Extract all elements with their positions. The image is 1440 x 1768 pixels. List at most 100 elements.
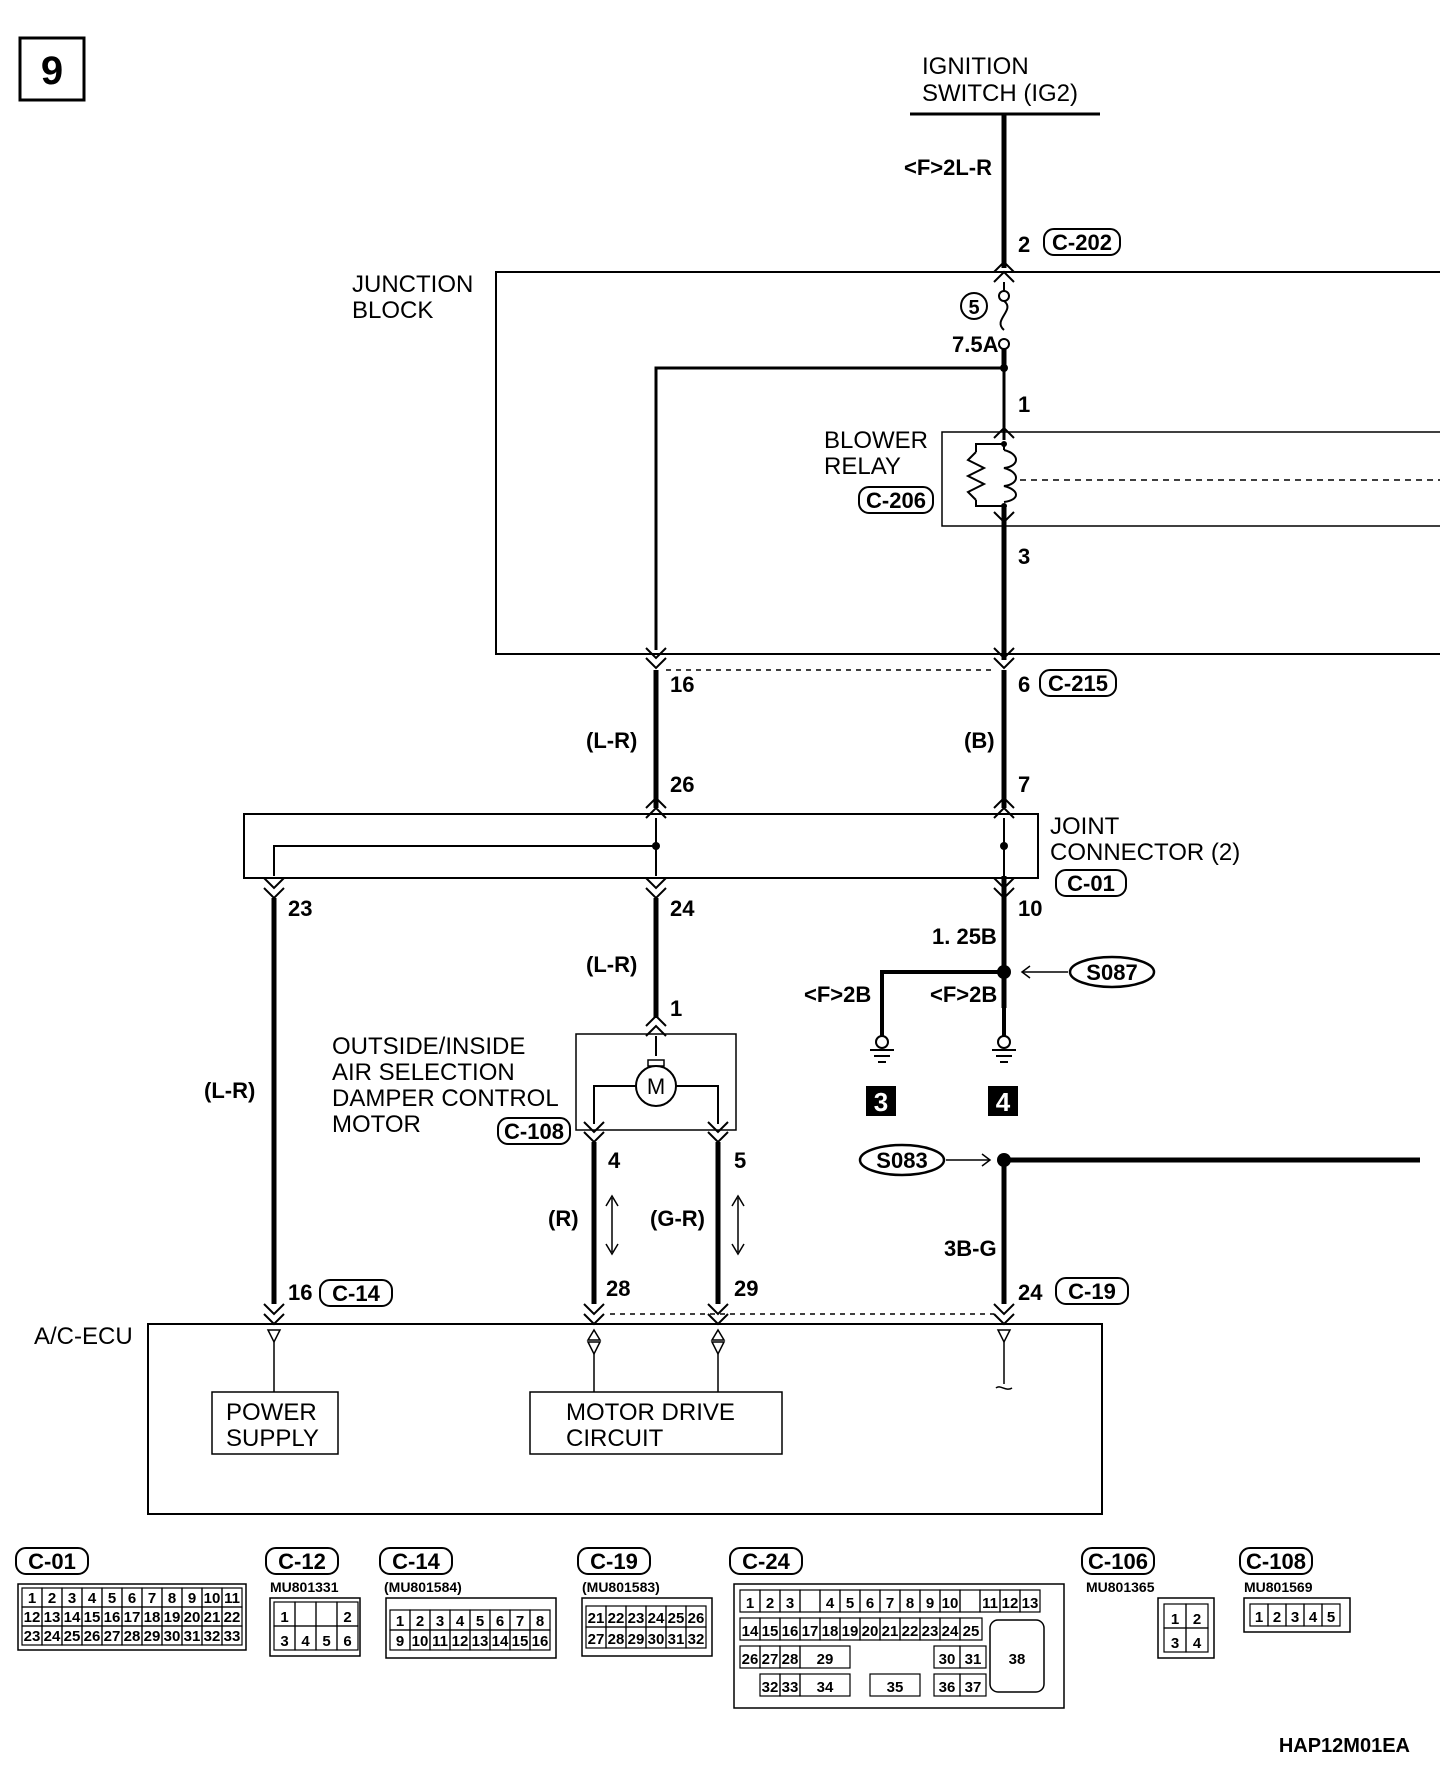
face-c01-pin: 21 — [204, 1609, 221, 1626]
face-c01-pin: 12 — [24, 1609, 41, 1626]
pin-relay-1: 1 — [1018, 392, 1030, 417]
face-c19-pin: 27 — [588, 1631, 605, 1648]
face-c24-r2-pin: 22 — [902, 1623, 919, 1640]
figure-code: HAP12M01EA — [1279, 1735, 1410, 1757]
pin-16: 16 — [670, 672, 694, 697]
jb-inner-wire — [654, 366, 1004, 650]
page-number-box: 9 — [18, 36, 86, 102]
wire-gr: (G-R) — [650, 1206, 705, 1231]
face-c01-pin: 13 — [44, 1609, 61, 1626]
wire-lr-1: (L-R) — [586, 728, 637, 753]
face-c01-pin: 23 — [24, 1628, 41, 1645]
face-c24-r3-pin: 27 — [762, 1651, 779, 1668]
face-c24-r2-pin: 19 — [842, 1623, 859, 1640]
face-c14-pin: 5 — [476, 1613, 484, 1630]
face-c19-pin: 29 — [628, 1631, 645, 1648]
face-c24-r4-pin: 33 — [782, 1679, 799, 1696]
face-c108-pin: 3 — [1291, 1609, 1299, 1626]
face-c106-pin: 2 — [1193, 1611, 1201, 1628]
face-c19-pin: 23 — [628, 1610, 645, 1627]
face-c24-r1-pin: 9 — [926, 1595, 934, 1612]
face-c01-pin: 10 — [204, 1590, 221, 1607]
face-c01-pin: 24 — [44, 1628, 61, 1645]
face-c24-r2-pin: 18 — [822, 1623, 839, 1640]
face-c19-part: (MU801583) — [582, 1579, 660, 1595]
face-c12-tag: C-12 — [278, 1549, 326, 1574]
splice-s087: S087 — [1068, 955, 1156, 989]
face-c01-pin: 6 — [128, 1590, 136, 1607]
motor-label-4: MOTOR — [332, 1111, 421, 1138]
wire-r: (R) — [548, 1206, 579, 1231]
pin-23: 23 — [288, 896, 312, 921]
face-c19-pin: 31 — [668, 1631, 685, 1648]
face-c24-r1-pin: 6 — [866, 1595, 874, 1612]
face-c19-cell — [685, 1626, 707, 1649]
face-c106-cell — [1185, 1627, 1209, 1653]
motor-tag: C-108 — [504, 1119, 564, 1144]
face-c01-pin: 9 — [188, 1590, 196, 1607]
face-c24-r1-pin: 7 — [886, 1595, 894, 1612]
face-c24-r4c-cell — [869, 1673, 921, 1697]
pin-7: 7 — [1018, 772, 1030, 797]
face-c12-cell — [315, 1601, 338, 1627]
tag-c202-box: C-202 — [1043, 228, 1121, 256]
face-c01-tag: C-01 — [28, 1549, 76, 1574]
pin-10: 10 — [1018, 896, 1042, 921]
face-c24-r1-pin: 2 — [766, 1595, 774, 1612]
wire-3bg: 3B-G — [944, 1236, 997, 1261]
connector-c215: 16 6 C-215 — [645, 647, 1117, 697]
pin-26: 26 — [670, 772, 694, 797]
face-c108-pin: 5 — [1327, 1609, 1335, 1626]
face-c01-pin: 31 — [184, 1628, 201, 1645]
face-c01-pin: 7 — [148, 1590, 156, 1607]
joint-label-1: JOINT — [1050, 813, 1120, 840]
face-c24-r2-pin: 21 — [882, 1623, 899, 1640]
fuse: 5 7.5A — [952, 282, 1010, 357]
wire-lr-3: (L-R) — [204, 1078, 255, 1103]
pin-6: 6 — [1018, 672, 1030, 697]
wire-lr-2: (L-R) — [586, 952, 637, 977]
face-c01-pin: 32 — [204, 1628, 221, 1645]
tag-c202: C-202 — [1052, 230, 1112, 255]
face-c24-r3b-cell — [799, 1645, 851, 1669]
splice-s087-label: S087 — [1086, 960, 1137, 985]
face-c108-pin: 2 — [1273, 1609, 1281, 1626]
face-c19-pin: 24 — [648, 1610, 665, 1627]
power-supply-2: SUPPLY — [226, 1425, 319, 1452]
face-c24-r2-pin: 17 — [802, 1623, 819, 1640]
face-c24-r2-pin: 20 — [862, 1623, 879, 1640]
face-c24-r1-pin: 11 — [982, 1595, 998, 1612]
face-c108-pin: 1 — [1255, 1609, 1263, 1626]
face-c01-pin: 17 — [124, 1609, 141, 1626]
ground-symbol-right — [992, 1035, 1016, 1063]
face-c01-pin: 28 — [124, 1628, 141, 1645]
motor-label-1: OUTSIDE/INSIDE — [332, 1033, 525, 1060]
pin-24: 24 — [670, 896, 695, 921]
splice-s083: S083 — [858, 1143, 946, 1177]
face-c14-pin: 4 — [456, 1613, 465, 1630]
face-c14-pin: 2 — [416, 1613, 424, 1630]
face-c01-pin: 29 — [144, 1628, 161, 1645]
wire-125b: 1. 25B — [932, 924, 997, 949]
wire-ig-label: <F>2L-R — [904, 155, 992, 180]
relay-label-1: BLOWER — [824, 427, 928, 454]
face-c19-pin: 22 — [608, 1610, 625, 1627]
face-c19-pin: 32 — [688, 1631, 705, 1648]
face-c14-tag: C-14 — [392, 1549, 440, 1574]
face-c106-tag-box — [1081, 1547, 1155, 1575]
face-c01-pin: 5 — [108, 1590, 116, 1607]
face-c24-r1-cell — [959, 1589, 981, 1613]
face-c14-pin: 6 — [496, 1613, 504, 1630]
pin-relay-3: 3 — [1018, 544, 1030, 569]
face-c14-pin: 9 — [396, 1633, 404, 1650]
relay-tag: C-206 — [866, 488, 926, 513]
pin-4: 4 — [608, 1148, 621, 1173]
face-c108-part: MU801569 — [1244, 1579, 1313, 1595]
wire-f2b-left: <F>2B — [804, 982, 871, 1007]
face-c12-pin: 4 — [301, 1633, 310, 1650]
face-c108-pin: 4 — [1309, 1609, 1318, 1626]
face-c01-pin: 2 — [48, 1590, 56, 1607]
face-c12-cell — [294, 1601, 317, 1627]
face-c12-pin: 6 — [343, 1633, 351, 1650]
